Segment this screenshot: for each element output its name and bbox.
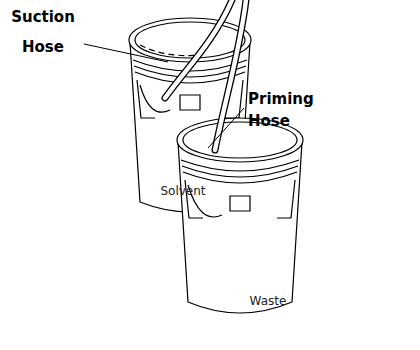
bucket-label: Solvent [148,183,218,199]
bucket-label: Waste [238,293,298,309]
callout-label: Priming Hose [248,88,320,132]
callout-label: Suction Hose [2,2,84,62]
